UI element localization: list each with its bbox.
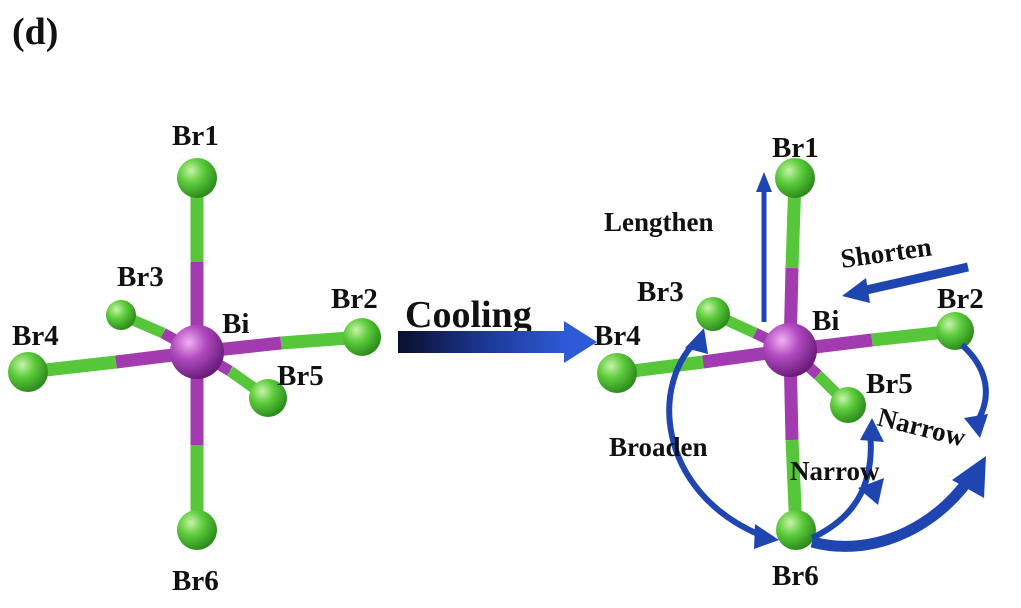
left-label-br5: Br5 [277, 360, 324, 392]
left-bi-atom [170, 325, 224, 379]
shorten-label: Shorten [839, 231, 934, 273]
broaden-arc-tail-head [685, 328, 708, 354]
cooling-label: Cooling [405, 294, 532, 336]
lengthen-label: Lengthen [604, 207, 714, 237]
right-label-br4: Br4 [594, 320, 641, 352]
right-atoms [597, 158, 974, 550]
left-atoms [8, 158, 381, 550]
narrow-outer-label: Narrow [875, 402, 970, 453]
cooling-arrow-head [564, 321, 597, 363]
left-label-br2: Br2 [331, 283, 378, 315]
left-label-bi: Bi [222, 308, 249, 340]
broaden-label: Broaden [609, 432, 708, 462]
narrow-outer-arc [810, 467, 980, 552]
right-bi-atom [763, 323, 817, 377]
right-label-br3: Br3 [637, 276, 684, 308]
right-br4-atom [597, 353, 637, 393]
left-br2-atom [343, 318, 381, 356]
shorten-arrow [861, 262, 969, 296]
right-br1-atom [775, 158, 815, 198]
right-br3-atom [696, 297, 730, 331]
left-label-br6: Br6 [172, 565, 219, 597]
lengthen-arrow-head [756, 172, 772, 192]
narrow-outer-arc-head [952, 456, 986, 498]
right-octahedron: Br1 Br2 Br3 Br4 Br5 Br6 Bi Lengthen Shor… [594, 132, 989, 592]
left-label-br1: Br1 [172, 120, 219, 152]
left-label-br4: Br4 [12, 320, 59, 352]
panel-label: (d) [12, 11, 58, 53]
left-br4-atom [8, 352, 48, 392]
narrow-inner-arc [810, 429, 874, 541]
left-br3-atom [106, 300, 136, 330]
right-label-bi: Bi [812, 305, 839, 337]
shorten-arrow-head [842, 278, 870, 303]
right-br2-atom [936, 312, 974, 350]
left-br1-atom [177, 158, 217, 198]
narrow-inner-arc-top-head [860, 418, 884, 442]
narrow-outer-upper-arc [959, 342, 989, 427]
left-octahedron: Br1 Br2 Br3 Br4 Br5 Br6 Bi [8, 120, 381, 597]
right-labels: Br1 Br2 Br3 Br4 Br5 Br6 Bi Lengthen Shor… [594, 132, 984, 592]
right-label-br1: Br1 [772, 132, 819, 164]
right-label-br5: Br5 [866, 368, 913, 400]
right-annotation-arrows [666, 172, 989, 552]
right-br5-atom [830, 387, 866, 423]
broaden-arc-head [754, 524, 779, 549]
left-labels: Br1 Br2 Br3 Br4 Br5 Br6 Bi [12, 120, 378, 597]
left-br6-atom [177, 510, 217, 550]
narrow-inner-label: Narrow [790, 456, 880, 486]
left-label-br3: Br3 [117, 261, 164, 293]
right-label-br6: Br6 [772, 560, 819, 592]
narrow-outer-upper-arc-head [964, 414, 988, 438]
cooling-arrow: Cooling [398, 294, 597, 363]
right-label-br2: Br2 [937, 283, 984, 315]
broaden-arc [666, 335, 762, 538]
cooling-arrow-shaft [398, 331, 566, 353]
narrow-inner-arc-head [858, 478, 884, 505]
left-br5-atom [249, 379, 287, 417]
right-br6-atom [776, 510, 816, 550]
